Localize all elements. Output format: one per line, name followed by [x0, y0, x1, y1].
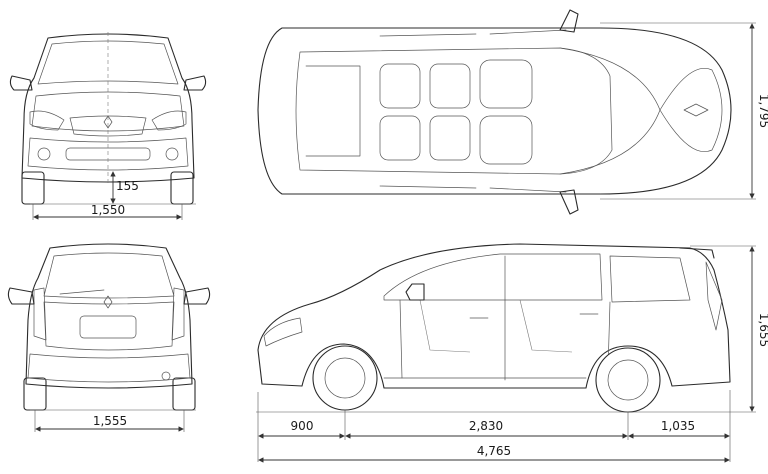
front-view	[9, 32, 207, 220]
dim-rear-track: 1,555	[93, 414, 127, 428]
dim-overall-width: 1,795	[757, 94, 768, 128]
rear-view	[7, 243, 211, 432]
dim-overall-height: 1,655	[757, 313, 768, 347]
dim-front-track: 1,550	[91, 203, 125, 217]
dim-ground-clearance: 155	[116, 179, 139, 193]
side-view	[256, 243, 756, 463]
top-view	[257, 9, 756, 215]
dim-wheelbase: 2,830	[469, 419, 503, 433]
dim-overall-length: 4,765	[477, 444, 511, 458]
dim-rear-overhang: 1,035	[661, 419, 695, 433]
dim-front-overhang: 900	[291, 419, 314, 433]
